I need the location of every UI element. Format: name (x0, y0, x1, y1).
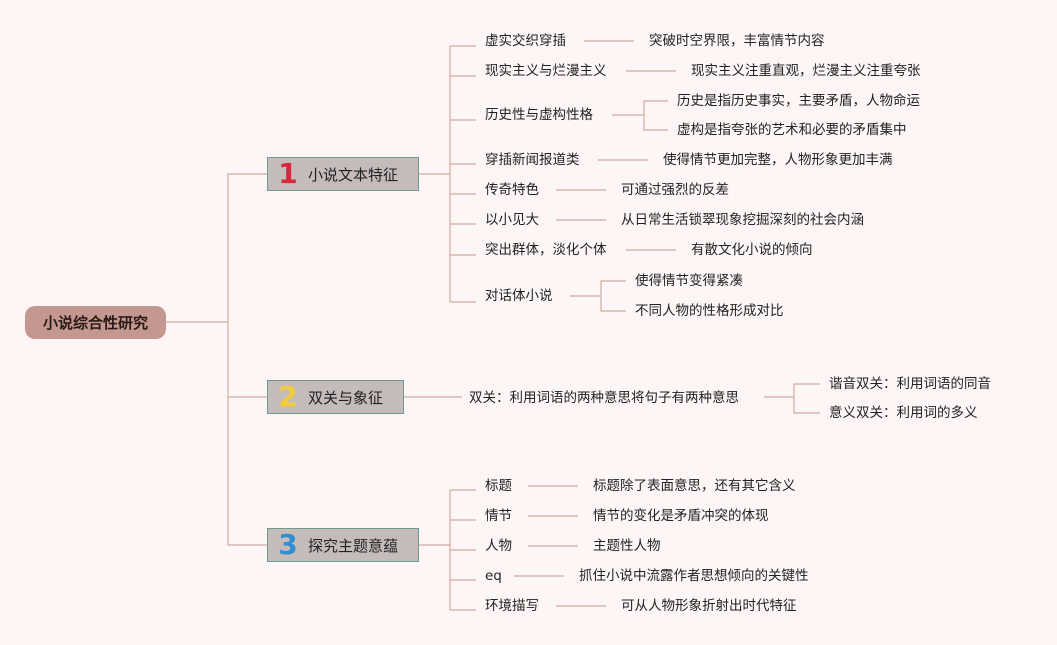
topic-node[interactable]: 对话体小说 (483, 287, 555, 305)
topic-node[interactable]: 传奇特色 (483, 181, 541, 199)
number-3-icon: 3 (278, 528, 298, 561)
detail-node[interactable]: 历史是指历史事实，主要矛盾，人物命运 (675, 92, 922, 110)
detail-node[interactable]: 虚构是指夸张的艺术和必要的矛盾集中 (675, 121, 909, 139)
detail-node[interactable]: 有散文化小说的倾向 (689, 241, 815, 259)
branch-1-node[interactable]: 1 小说文本特征 (267, 157, 419, 191)
branch-2-node[interactable]: 2 双关与象征 (267, 380, 404, 414)
detail-node[interactable]: 不同人物的性格形成对比 (633, 302, 786, 320)
topic-node[interactable]: 情节 (483, 507, 514, 525)
root-node[interactable]: 小说综合性研究 (25, 306, 166, 339)
root-label: 小说综合性研究 (42, 314, 148, 332)
detail-node[interactable]: 标题除了表面意思，还有其它含义 (591, 477, 798, 495)
detail-node[interactable]: 可通过强烈的反差 (619, 181, 731, 199)
detail-node[interactable]: 使得情节变得紧凑 (633, 272, 745, 290)
topic-node[interactable]: 以小见大 (483, 211, 541, 229)
branch-2-label: 双关与象征 (308, 388, 384, 407)
detail-node[interactable]: 突破时空界限，丰富情节内容 (647, 32, 827, 50)
branch-3-label: 探究主题意蕴 (308, 536, 399, 555)
detail-node[interactable]: 使得情节更加完整，人物形象更加丰满 (661, 151, 895, 169)
topic-node[interactable]: 双关：利用词语的两种意思将句子有两种意思 (467, 389, 741, 407)
detail-node[interactable]: 主题性人物 (591, 537, 663, 555)
branch-3-node[interactable]: 3 探究主题意蕴 (267, 528, 419, 562)
topic-node[interactable]: 环境描写 (483, 597, 541, 615)
detail-node[interactable]: 现实主义注重直观，烂漫主义注重夸张 (689, 62, 923, 80)
detail-node[interactable]: 从日常生活锁翠现象挖掘深刻的社会内涵 (619, 211, 866, 229)
detail-node[interactable]: 可从人物形象折射出时代特征 (619, 597, 799, 615)
detail-node[interactable]: 谐音双关：利用词语的同音 (827, 375, 993, 393)
topic-node[interactable]: 虚实交织穿插 (483, 32, 568, 50)
branch-1-label: 小说文本特征 (308, 165, 399, 184)
topic-node[interactable]: 穿插新闻报道类 (483, 151, 582, 169)
topic-node[interactable]: 历史性与虚构性格 (483, 106, 595, 124)
detail-node[interactable]: 抓住小说中流露作者思想倾向的关键性 (577, 567, 811, 585)
detail-node[interactable]: 情节的变化是矛盾冲突的体现 (591, 507, 771, 525)
topic-node[interactable]: 标题 (483, 477, 514, 495)
topic-node[interactable]: 人物 (483, 537, 514, 555)
detail-node[interactable]: 意义双关：利用词的多义 (827, 404, 980, 422)
topic-node[interactable]: eq (483, 567, 504, 585)
number-1-icon: 1 (278, 157, 298, 190)
number-2-icon: 2 (278, 380, 298, 413)
topic-node[interactable]: 突出群体，淡化个体 (483, 241, 609, 259)
topic-node[interactable]: 现实主义与烂漫主义 (483, 62, 609, 80)
